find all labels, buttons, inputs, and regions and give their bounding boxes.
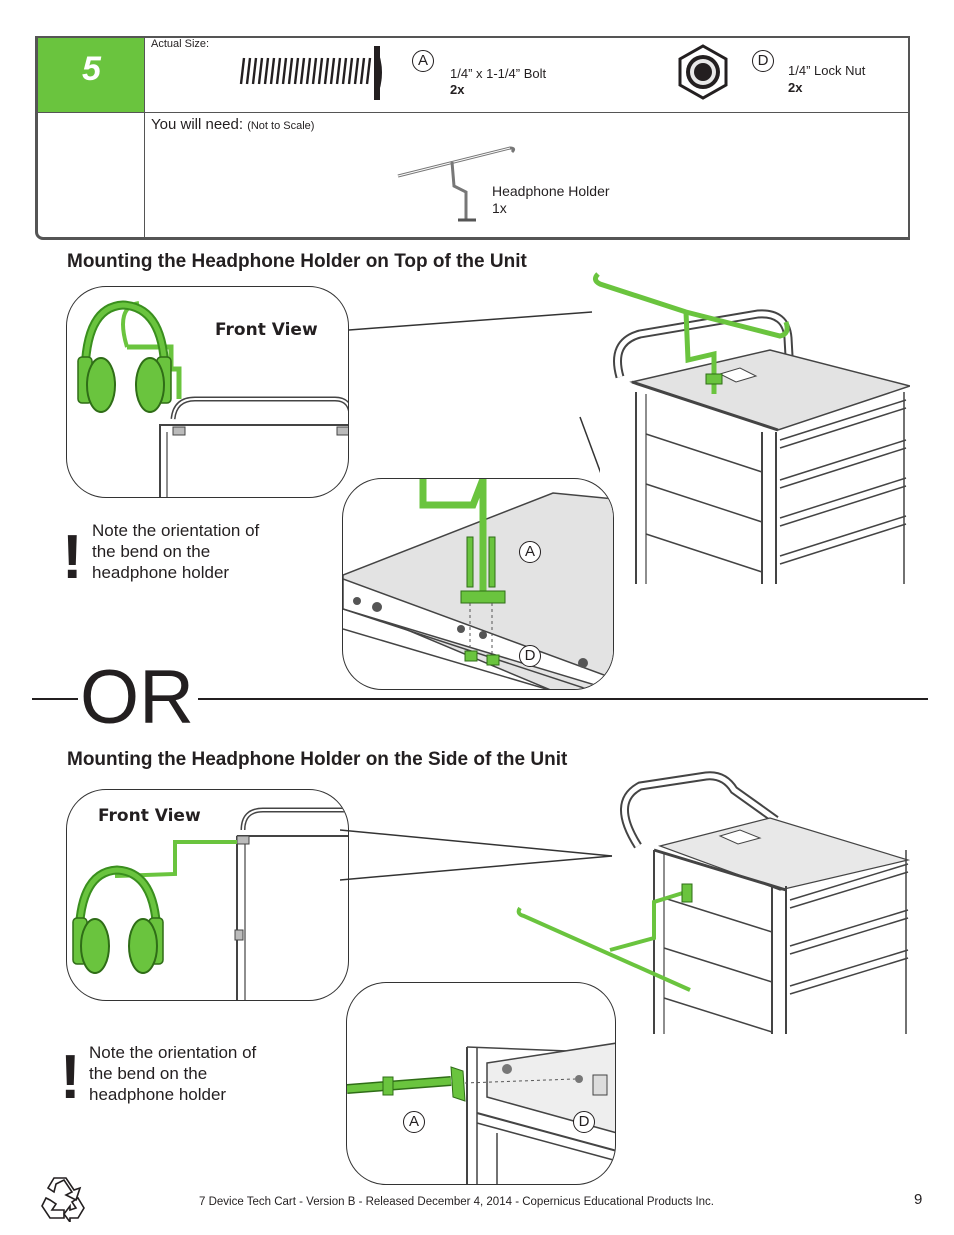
bolt-icon bbox=[239, 46, 382, 100]
note-side: Note the orientation of the bend on the … bbox=[89, 1042, 256, 1105]
front-view-side-drawing bbox=[72, 807, 348, 1000]
front-view-side-label: Front View bbox=[98, 806, 201, 826]
nut-name: 1/4” Lock Nut bbox=[788, 63, 866, 78]
holder-qty: 1x bbox=[492, 200, 507, 216]
warning-icon-side: ! bbox=[60, 1043, 81, 1112]
actual-size-label: Actual Size: bbox=[151, 38, 210, 50]
section-top-title: Mounting the Headphone Holder on Top of … bbox=[67, 251, 527, 272]
or-label: OR bbox=[80, 655, 194, 740]
bolt-qty: 2x bbox=[450, 82, 465, 97]
note-top: Note the orientation of the bend on the … bbox=[92, 520, 259, 583]
divider-horizontal bbox=[38, 112, 910, 113]
or-divider-left bbox=[32, 698, 78, 700]
recycle-icon bbox=[41, 1177, 85, 1222]
detail-side-drawing bbox=[347, 1042, 615, 1184]
note-top-line-2: the bend on the bbox=[92, 542, 211, 561]
you-will-need-label: You will need: (Not to Scale) bbox=[151, 116, 314, 133]
nut-qty: 2x bbox=[788, 80, 803, 95]
detail-side-label-d: D bbox=[573, 1111, 595, 1133]
not-to-scale-text: (Not to Scale) bbox=[247, 120, 315, 132]
or-divider-right bbox=[198, 698, 928, 700]
part-d-label: D bbox=[752, 50, 774, 72]
note-side-line-3: headphone holder bbox=[89, 1085, 227, 1104]
section-side-title: Mounting the Headphone Holder on the Sid… bbox=[67, 749, 568, 770]
cart-top-mount-drawing bbox=[592, 272, 910, 584]
lock-nut-icon bbox=[678, 44, 728, 100]
divider-vertical bbox=[144, 38, 145, 238]
note-top-line-1: Note the orientation of bbox=[92, 521, 260, 540]
page-number: 9 bbox=[914, 1191, 923, 1208]
headphone-holder-icon bbox=[397, 146, 516, 222]
detail-top-label-a: A bbox=[519, 541, 541, 563]
front-view-top-drawing bbox=[77, 300, 348, 497]
note-top-line-3: headphone holder bbox=[92, 563, 230, 582]
front-view-top-bubble: Front View bbox=[66, 286, 349, 498]
detail-side-bubble: A D bbox=[346, 982, 616, 1185]
detail-top-bubble: A D bbox=[342, 478, 614, 690]
holder-name: Headphone Holder bbox=[492, 183, 610, 199]
detail-side-label-a: A bbox=[403, 1111, 425, 1133]
warning-icon-top: ! bbox=[62, 523, 83, 592]
cart-side-mount-drawing bbox=[516, 771, 910, 1034]
note-side-line-1: Note the orientation of bbox=[89, 1043, 257, 1062]
note-side-line-2: the bend on the bbox=[89, 1064, 208, 1083]
you-will-need-text: You will need: bbox=[151, 116, 244, 133]
detail-top-label-d: D bbox=[519, 645, 541, 667]
footer-text: 7 Device Tech Cart - Version B - Release… bbox=[199, 1196, 714, 1208]
bolt-name: 1/4” x 1-1/4” Bolt bbox=[450, 66, 547, 81]
callout-pointer-top bbox=[348, 311, 600, 474]
part-a-label: A bbox=[412, 50, 434, 72]
callout-pointer-side bbox=[340, 829, 613, 881]
step-parts-box: 5 bbox=[35, 36, 910, 240]
step-number-cell: 5 bbox=[38, 38, 145, 112]
step-number: 5 bbox=[82, 50, 101, 88]
front-view-side-bubble: Front View bbox=[66, 789, 349, 1001]
front-view-top-label: Front View bbox=[215, 320, 318, 340]
detail-top-drawing bbox=[343, 479, 613, 689]
